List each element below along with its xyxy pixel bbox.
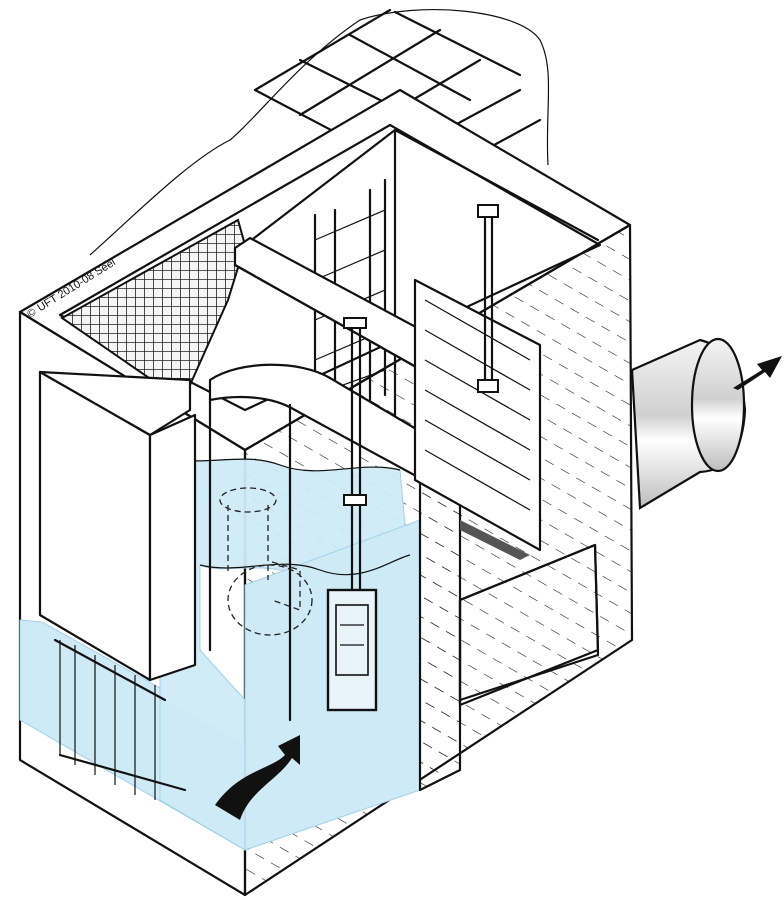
bar-screen — [53, 638, 187, 800]
outflow-arrow-icon — [733, 356, 782, 390]
inlet-baffle — [38, 370, 197, 682]
sluice-gate-right — [413, 204, 542, 560]
sluice-gate-left — [326, 317, 378, 712]
inflow-curved-arrow-icon — [215, 735, 300, 820]
throttle-pipe-hidden — [219, 487, 313, 636]
outlet-pipe — [630, 337, 747, 510]
weir-wall — [208, 363, 462, 792]
